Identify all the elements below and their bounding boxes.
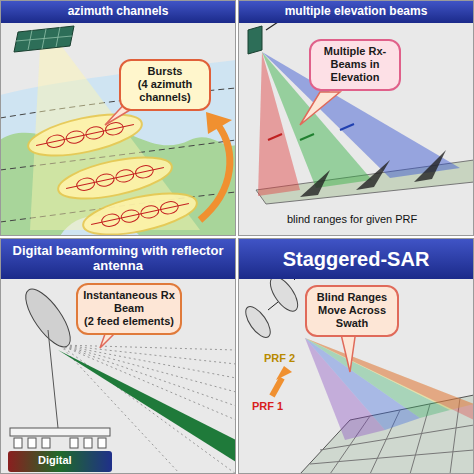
reflector-illustration-part: [60, 345, 236, 420]
azimuth-illustration-part: [25, 106, 146, 163]
azimuth-illustration-part-part: [36, 125, 134, 146]
reflector-illustration-part: [58, 350, 236, 462]
mode-panel: multiple elevation beamsMultiple Rx-Beam…: [238, 0, 474, 236]
azimuth-illustration-part-part: [85, 125, 105, 140]
elevation-illustration-part: [356, 160, 390, 190]
range-note: blind ranges for given PRF: [285, 213, 419, 226]
mode-panel: azimuth channelsBursts(4 azimuth channel…: [0, 0, 236, 236]
elevation-illustration-part: [300, 170, 330, 197]
azimuth-illustration-part: [14, 26, 74, 52]
prf-label: PRF 1: [250, 400, 285, 413]
elevation-illustration-part: [266, 22, 278, 30]
azimuth-illustration-part-part: [101, 212, 121, 227]
panel-header: multiple elevation beams: [239, 1, 473, 23]
panel-ground-part: [238, 238, 474, 474]
reflector-illustration-part: [98, 438, 106, 448]
staggered-illustration-part: [276, 366, 292, 380]
reflector-illustration-part: [8, 451, 112, 472]
reflector-illustration-part: [48, 330, 58, 428]
azimuth-illustration-part-part: [120, 208, 140, 223]
panel-ground-part: [0, 238, 236, 474]
elevation-illustration-part: [414, 150, 446, 182]
elevation-illustration-part: [300, 134, 314, 140]
azimuth-illustration-part-part: [159, 200, 179, 215]
callout-text: (2 feed elements): [83, 315, 175, 328]
panel-ground-part: [0, 0, 236, 236]
elevation-illustration-part: [340, 124, 354, 130]
reflector-illustration-part: [14, 438, 22, 448]
callout-text: (4 azimuth channels): [126, 78, 204, 104]
reflector-illustration-part: [70, 438, 78, 448]
staggered-illustration-part: [272, 378, 282, 396]
elevation-illustration-part: [268, 134, 282, 140]
staggered-illustration-part: [305, 338, 474, 420]
callout-box: Multiple Rx-Beams in Elevation: [309, 39, 401, 91]
panel-ground-part: [238, 0, 474, 236]
reflector-illustration-part: [60, 345, 236, 378]
callout-heading: Blind Ranges Move Across Swath: [312, 291, 392, 331]
staggered-illustration-part: [268, 302, 278, 310]
panel-header: Staggered-SAR: [239, 239, 473, 279]
staggered-illustration-part: [310, 450, 474, 464]
staggered-illustration-part: [305, 338, 450, 418]
azimuth-illustration-part: [206, 112, 232, 134]
elevation-illustration: [248, 22, 474, 204]
callout-box: Blind Ranges Move Across Swath: [305, 285, 399, 337]
azimuth-illustration-part-part: [46, 133, 66, 148]
azimuth-illustration-part-part: [134, 164, 154, 179]
reflector-illustration-part: [42, 438, 50, 448]
callout-heading: Bursts: [126, 65, 204, 78]
panel-header: Digital beamforming with reflector anten…: [1, 239, 235, 279]
azimuth-illustration: [0, 26, 236, 243]
reflector-illustration-part: [28, 438, 36, 448]
reflector-illustration-part: [18, 283, 78, 354]
azimuth-illustration-part-part: [95, 172, 115, 187]
azimuth-illustration-part-part: [25, 106, 146, 163]
reflector-illustration: [8, 283, 236, 474]
mode-panel: Digital beamforming with reflector anten…: [0, 238, 236, 474]
azimuth-illustration-part: [200, 125, 230, 220]
elevation-illustration-part: [248, 26, 262, 54]
azimuth-illustration-part-part: [140, 204, 160, 219]
reflector-illustration-part: [84, 438, 92, 448]
callout-heading: Instantaneous Rx Beam: [83, 289, 175, 315]
callout-heading: Multiple Rx-Beams in Elevation: [316, 45, 394, 85]
azimuth-illustration-part-part: [76, 176, 96, 191]
reflector-illustration-part: [60, 345, 236, 392]
azimuth-illustration-part-part: [66, 168, 164, 189]
prf-label: PRF 2: [262, 352, 297, 365]
azimuth-illustration-part: [16, 36, 72, 41]
callout-box: Bursts(4 azimuth channels): [119, 59, 211, 111]
panel-header: azimuth channels: [1, 1, 235, 23]
reflector-illustration-part: [60, 345, 236, 364]
chip-label: Digital: [36, 454, 74, 467]
azimuth-illustration-part-part: [65, 129, 85, 144]
azimuth-illustration-part-part: [91, 204, 189, 225]
callout-box: Instantaneous Rx Beam(2 feed elements): [76, 283, 182, 335]
elevation-illustration-part: [300, 92, 340, 125]
azimuth-illustration-part: [80, 185, 201, 242]
azimuth-illustration-part-part: [80, 185, 201, 242]
reflector-illustration-part: [10, 428, 110, 436]
azimuth-illustration-part-part: [115, 168, 135, 183]
staggered-illustration: [241, 272, 474, 474]
